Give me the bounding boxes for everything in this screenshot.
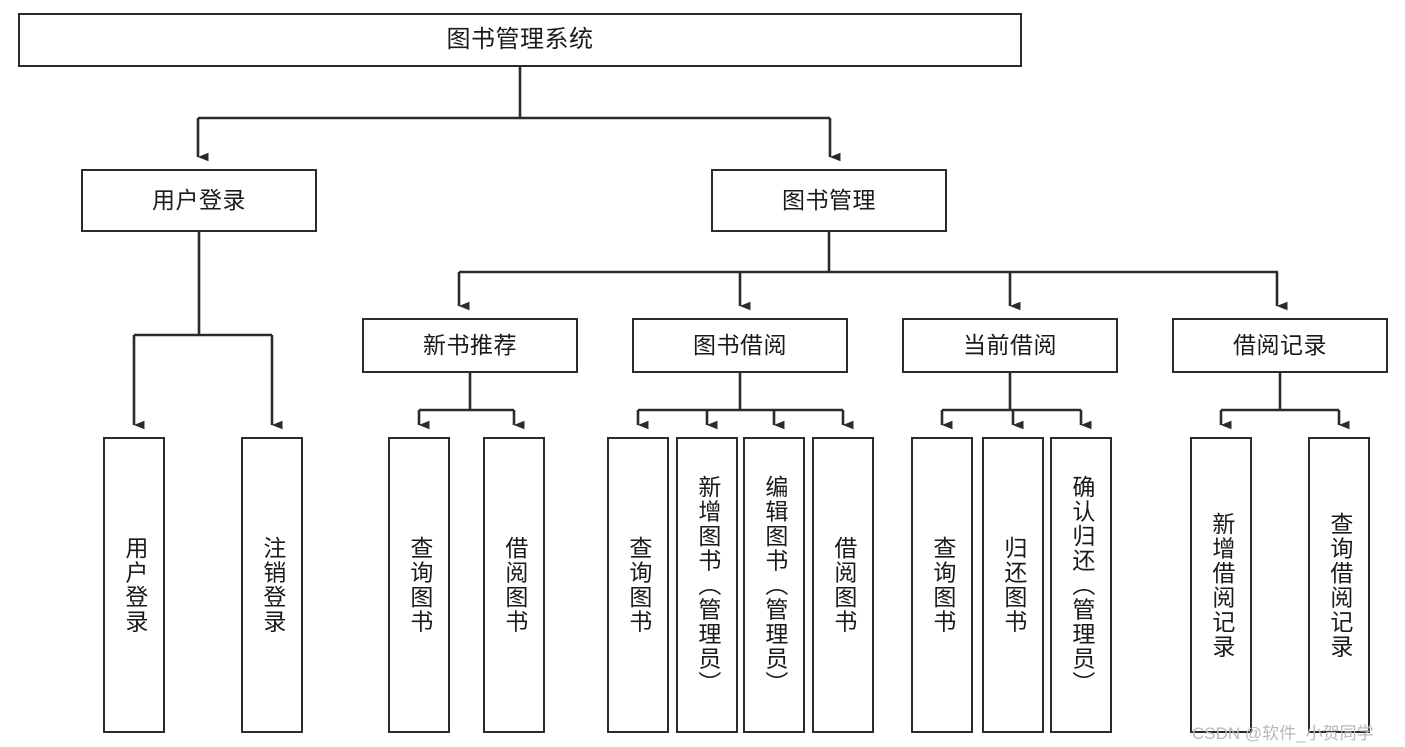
node-label: 归还图书 [1000, 536, 1027, 634]
node-label: 借阅图书 [501, 536, 528, 634]
node-book-borrow[interactable]: 图书借阅 [632, 318, 848, 373]
node-label: 查询图书 [929, 536, 956, 634]
node-leaf-query-record[interactable]: 查询借阅记录 [1308, 437, 1370, 733]
node-borrow-record[interactable]: 借阅记录 [1172, 318, 1388, 373]
node-label: 注销登录 [259, 536, 286, 634]
node-label: 图书管理系统 [446, 25, 594, 53]
node-label: 借阅记录 [1233, 331, 1327, 358]
node-label: 编辑图书（管理员） [761, 474, 788, 696]
node-label: 新增图书（管理员） [694, 474, 721, 696]
node-leaf-borrow-book-1[interactable]: 借阅图书 [483, 437, 545, 733]
node-book-manage[interactable]: 图书管理 [711, 169, 947, 232]
node-leaf-edit-book[interactable]: 编辑图书（管理员） [743, 437, 805, 733]
node-label: 借阅图书 [830, 536, 857, 634]
node-user-login[interactable]: 用户登录 [81, 169, 317, 232]
node-leaf-add-book[interactable]: 新增图书（管理员） [676, 437, 738, 733]
node-leaf-borrow-book-2[interactable]: 借阅图书 [812, 437, 874, 733]
node-label: 图书借阅 [693, 331, 787, 358]
node-leaf-query-book-1[interactable]: 查询图书 [388, 437, 450, 733]
node-label: 新增借阅记录 [1208, 511, 1235, 659]
node-label: 查询借阅记录 [1326, 511, 1353, 659]
node-label: 查询图书 [406, 536, 433, 634]
node-leaf-query-book-2[interactable]: 查询图书 [607, 437, 669, 733]
node-root-system[interactable]: 图书管理系统 [18, 13, 1022, 67]
node-label: 确认归还（管理员） [1068, 474, 1095, 696]
node-leaf-user-logout[interactable]: 注销登录 [241, 437, 303, 733]
node-leaf-confirm-return[interactable]: 确认归还（管理员） [1050, 437, 1112, 733]
node-label: 用户登录 [152, 186, 246, 213]
node-leaf-query-book-3[interactable]: 查询图书 [911, 437, 973, 733]
node-label: 用户登录 [121, 536, 148, 634]
node-leaf-add-record[interactable]: 新增借阅记录 [1190, 437, 1252, 733]
node-label: 查询图书 [625, 536, 652, 634]
node-label: 当前借阅 [963, 331, 1057, 358]
node-new-book-recommend[interactable]: 新书推荐 [362, 318, 578, 373]
node-leaf-user-login[interactable]: 用户登录 [103, 437, 165, 733]
node-label: 新书推荐 [423, 331, 517, 358]
node-leaf-return-book[interactable]: 归还图书 [982, 437, 1044, 733]
node-label: 图书管理 [782, 186, 876, 213]
node-current-borrow[interactable]: 当前借阅 [902, 318, 1118, 373]
